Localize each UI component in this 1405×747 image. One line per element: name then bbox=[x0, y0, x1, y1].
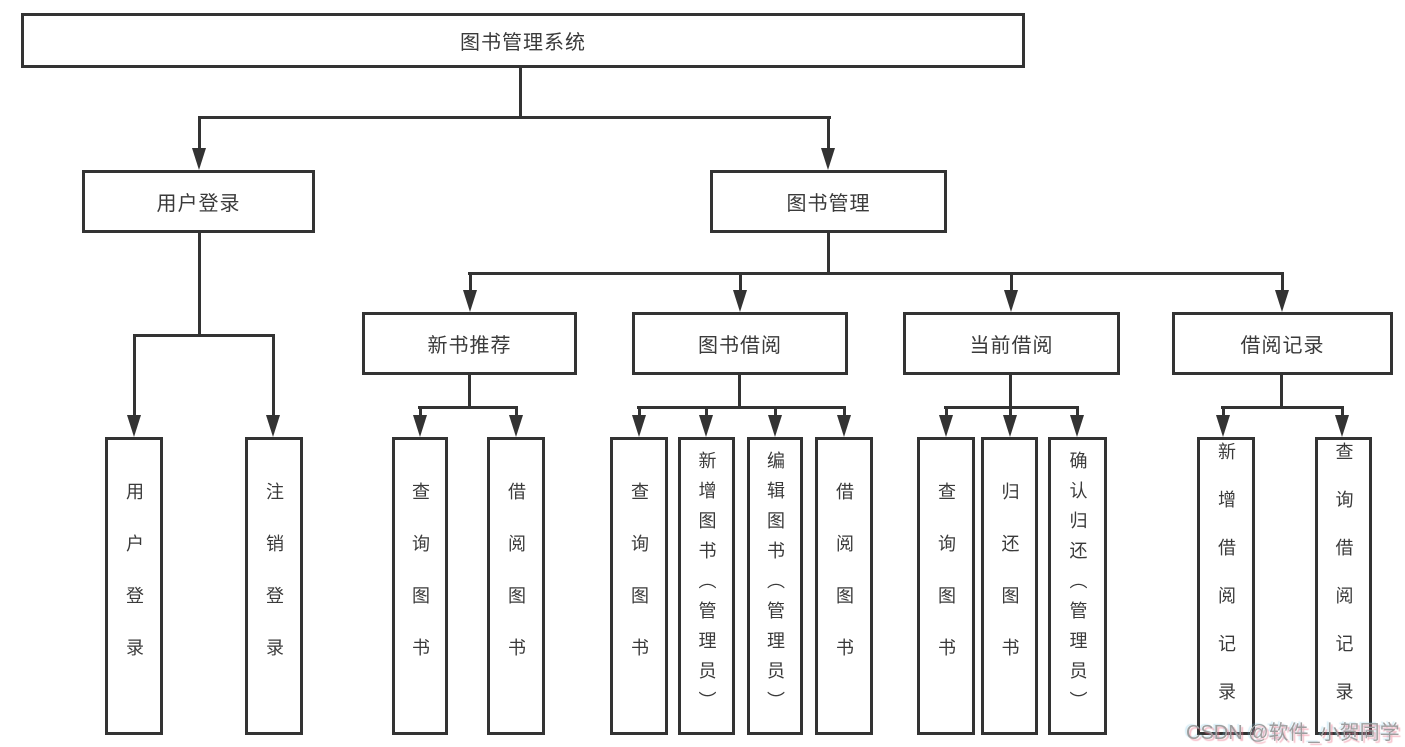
node-label-leaf-logout: 注销登录 bbox=[264, 482, 284, 690]
node-label-leaf-query-book-1: 查询图书 bbox=[410, 482, 430, 690]
connector-line bbox=[272, 335, 275, 417]
arrowhead-icon bbox=[1216, 415, 1230, 437]
connector-line bbox=[827, 117, 830, 150]
node-label-borrowing-records: 借阅记录 bbox=[1240, 335, 1325, 357]
node-leaf-return-book: 归还图书 bbox=[981, 437, 1038, 735]
arrowhead-icon bbox=[266, 415, 280, 437]
node-label-current-borrowing: 当前借阅 bbox=[969, 335, 1054, 357]
connector-line bbox=[1076, 408, 1079, 417]
node-label-leaf-borrow-book-2: 借阅图书 bbox=[834, 482, 854, 690]
node-leaf-query-borrow-record: 查询借阅记录 bbox=[1315, 437, 1372, 735]
node-book-management-system: 图书管理系统 bbox=[21, 13, 1025, 68]
node-label-leaf-add-borrow-record: 新增借阅记录 bbox=[1216, 442, 1236, 730]
node-leaf-add-borrow-record: 新增借阅记录 bbox=[1197, 437, 1255, 735]
arrowhead-icon bbox=[1070, 415, 1084, 437]
connector-line bbox=[1010, 273, 1013, 292]
node-label-leaf-user-login: 用户登录 bbox=[124, 482, 144, 690]
arrowhead-icon bbox=[821, 148, 835, 170]
connector-line bbox=[945, 408, 948, 417]
node-leaf-query-book-2: 查询图书 bbox=[610, 437, 668, 735]
node-leaf-edit-book-admin: 编辑图书（管理员） bbox=[747, 437, 803, 735]
connector-line bbox=[843, 408, 846, 417]
node-leaf-add-book-admin: 新增图书（管理员） bbox=[678, 437, 735, 735]
node-label-leaf-query-book-3: 查询图书 bbox=[936, 482, 956, 690]
connector-line bbox=[1341, 408, 1344, 417]
connector-line bbox=[774, 408, 777, 417]
node-label-leaf-confirm-return-admin: 确认归还（管理员） bbox=[1067, 451, 1088, 721]
arrowhead-icon bbox=[733, 290, 747, 312]
connector-line bbox=[133, 334, 275, 337]
arrowhead-icon bbox=[939, 415, 953, 437]
arrowhead-icon bbox=[1275, 290, 1289, 312]
arrowhead-icon bbox=[1004, 290, 1018, 312]
node-label-user-login: 用户登录 bbox=[156, 193, 241, 215]
arrowhead-icon bbox=[192, 148, 206, 170]
node-user-login: 用户登录 bbox=[82, 170, 315, 233]
node-label-book-borrowing: 图书借阅 bbox=[698, 335, 782, 357]
connector-line bbox=[198, 116, 831, 119]
connector-line bbox=[827, 231, 830, 275]
connector-line bbox=[1280, 373, 1283, 409]
node-label-leaf-return-book: 归还图书 bbox=[999, 482, 1020, 690]
watermark: CSDN @软件_小贺同学 bbox=[1186, 722, 1400, 744]
connector-line bbox=[637, 406, 846, 409]
connector-line bbox=[1009, 373, 1012, 409]
arrowhead-icon bbox=[768, 415, 782, 437]
node-book-management: 图书管理 bbox=[710, 170, 947, 233]
node-book-borrowing: 图书借阅 bbox=[632, 312, 848, 375]
connector-line bbox=[198, 117, 201, 150]
node-label-book-management: 图书管理 bbox=[786, 193, 871, 215]
connector-line bbox=[705, 408, 708, 417]
connector-line bbox=[944, 406, 1079, 409]
arrowhead-icon bbox=[509, 415, 523, 437]
node-label-leaf-borrow-book-1: 借阅图书 bbox=[506, 482, 526, 690]
node-label-leaf-edit-book-admin: 编辑图书（管理员） bbox=[765, 451, 785, 721]
connector-line bbox=[739, 273, 742, 292]
node-leaf-borrow-book-1: 借阅图书 bbox=[487, 437, 545, 735]
node-label-leaf-add-book-admin: 新增图书（管理员） bbox=[696, 451, 717, 721]
connector-line bbox=[515, 408, 518, 417]
connector-line bbox=[1221, 406, 1344, 409]
arrowhead-icon bbox=[699, 415, 713, 437]
connector-line bbox=[468, 272, 1284, 275]
node-new-book-recommend: 新书推荐 bbox=[362, 312, 577, 375]
arrowhead-icon bbox=[413, 415, 427, 437]
node-label-book-management-system: 图书管理系统 bbox=[460, 32, 586, 54]
node-leaf-user-login: 用户登录 bbox=[105, 437, 163, 735]
connector-line bbox=[418, 406, 518, 409]
connector-line bbox=[468, 373, 471, 409]
node-leaf-query-book-3: 查询图书 bbox=[917, 437, 975, 735]
node-borrowing-records: 借阅记录 bbox=[1172, 312, 1393, 375]
connector-line bbox=[133, 335, 136, 417]
arrowhead-icon bbox=[837, 415, 851, 437]
node-leaf-query-book-1: 查询图书 bbox=[392, 437, 448, 735]
node-leaf-borrow-book-2: 借阅图书 bbox=[815, 437, 873, 735]
arrowhead-icon bbox=[463, 290, 477, 312]
node-leaf-confirm-return-admin: 确认归还（管理员） bbox=[1048, 437, 1107, 735]
connector-line bbox=[1222, 408, 1225, 417]
arrowhead-icon bbox=[1335, 415, 1349, 437]
connector-line bbox=[469, 273, 472, 292]
arrowhead-icon bbox=[127, 415, 141, 437]
node-label-leaf-query-book-2: 查询图书 bbox=[629, 482, 649, 690]
arrowhead-icon bbox=[632, 415, 646, 437]
node-leaf-logout: 注销登录 bbox=[245, 437, 303, 735]
connector-line bbox=[519, 68, 522, 118]
node-label-leaf-query-borrow-record: 查询借阅记录 bbox=[1333, 442, 1354, 730]
node-label-new-book-recommend: 新书推荐 bbox=[427, 335, 512, 357]
connector-line bbox=[1009, 408, 1012, 417]
arrowhead-icon bbox=[1003, 415, 1017, 437]
connector-line bbox=[198, 231, 201, 337]
connector-line bbox=[638, 408, 641, 417]
connector-line bbox=[419, 408, 422, 417]
node-current-borrowing: 当前借阅 bbox=[903, 312, 1120, 375]
connector-line bbox=[1281, 273, 1284, 292]
connector-line bbox=[738, 373, 741, 409]
